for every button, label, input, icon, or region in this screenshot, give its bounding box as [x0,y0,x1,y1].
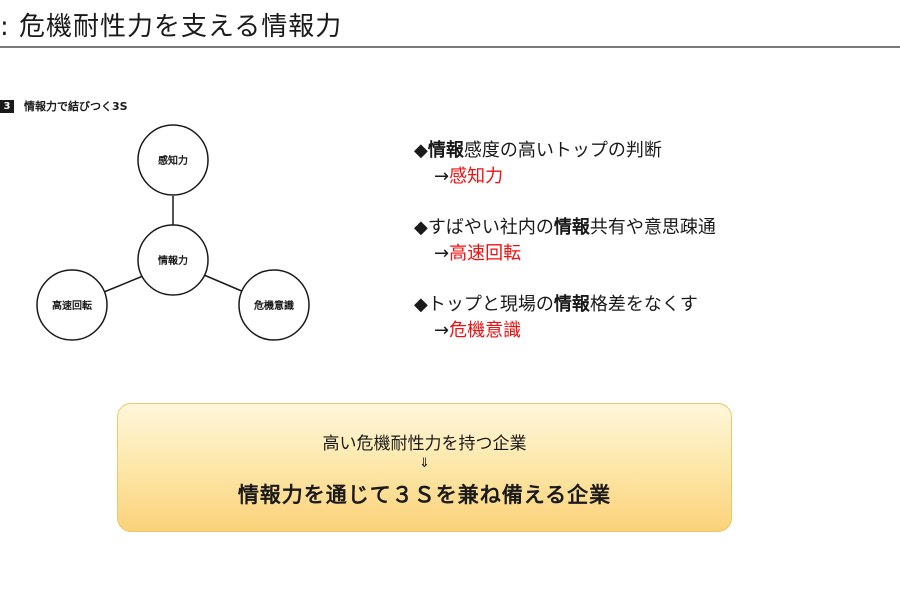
figure-caption: 3 情報力で結びつく3S [0,99,128,113]
summary-callout-box: 高い危機耐性力を持つ企業 ⇓ 情報力を通じて３Ｓを兼ね備える企業 [117,403,732,532]
slide-title: : 危機耐性力を支える情報力 [0,12,343,42]
node-label-top: 感知力 [158,154,188,167]
figure-caption-text: 情報力で結びつく3S [24,100,128,113]
title-divider [0,46,900,48]
node-label-left: 高速回転 [52,299,92,312]
bullet-item: ◆情報感度の高いトップの判断 →感知力 [414,138,716,190]
bullet-result: 感知力 [449,166,504,187]
right-arrow-icon: → [434,166,450,187]
callout-line-1: 高い危機耐性力を持つ企業 [322,434,527,454]
bullet-item: ◆トップと現場の情報格差をなくす →危機意識 [414,292,716,344]
connector-left [103,275,144,293]
right-arrow-icon: → [434,243,450,264]
node-circle-top [137,124,209,196]
bullet-result: 危機意識 [449,320,522,341]
bullet-text-post: 感度の高いトップの判断 [463,140,662,161]
figure-number: 3 [0,99,14,113]
node-circle-center [137,224,209,296]
node-label-right: 危機意識 [254,299,294,312]
bullet-result: 高速回転 [449,243,522,264]
bullet-text-post: 共有や意思疎通 [589,217,716,238]
bullet-list: ◆情報感度の高いトップの判断 →感知力 ◆すばやい社内の情報共有や意思疎通 →高… [414,138,716,369]
callout-line-2: 情報力を通じて３Ｓを兼ね備える企業 [237,483,612,507]
bullet-text-pre: すばやい社内の [427,217,554,238]
bullet-item: ◆すばやい社内の情報共有や意思疎通 →高速回転 [414,215,716,267]
right-arrow-icon: → [434,320,450,341]
bullet-text-bold: 情報 [427,140,464,161]
diamond-bullet-icon: ◆ [414,294,428,315]
node-circle-left [36,269,108,341]
bullet-text-post: 格差をなくす [589,294,698,315]
bullet-text-pre: トップと現場の [427,294,554,315]
node-circle-right [238,269,310,341]
diamond-bullet-icon: ◆ [414,140,428,161]
diamond-bullet-icon: ◆ [414,217,428,238]
bullet-text-bold: 情報 [553,217,590,238]
bullet-text-bold: 情報 [553,294,590,315]
connector-right [203,274,245,293]
down-arrow-icon: ⇓ [419,456,430,471]
node-label-center: 情報力 [158,254,188,267]
